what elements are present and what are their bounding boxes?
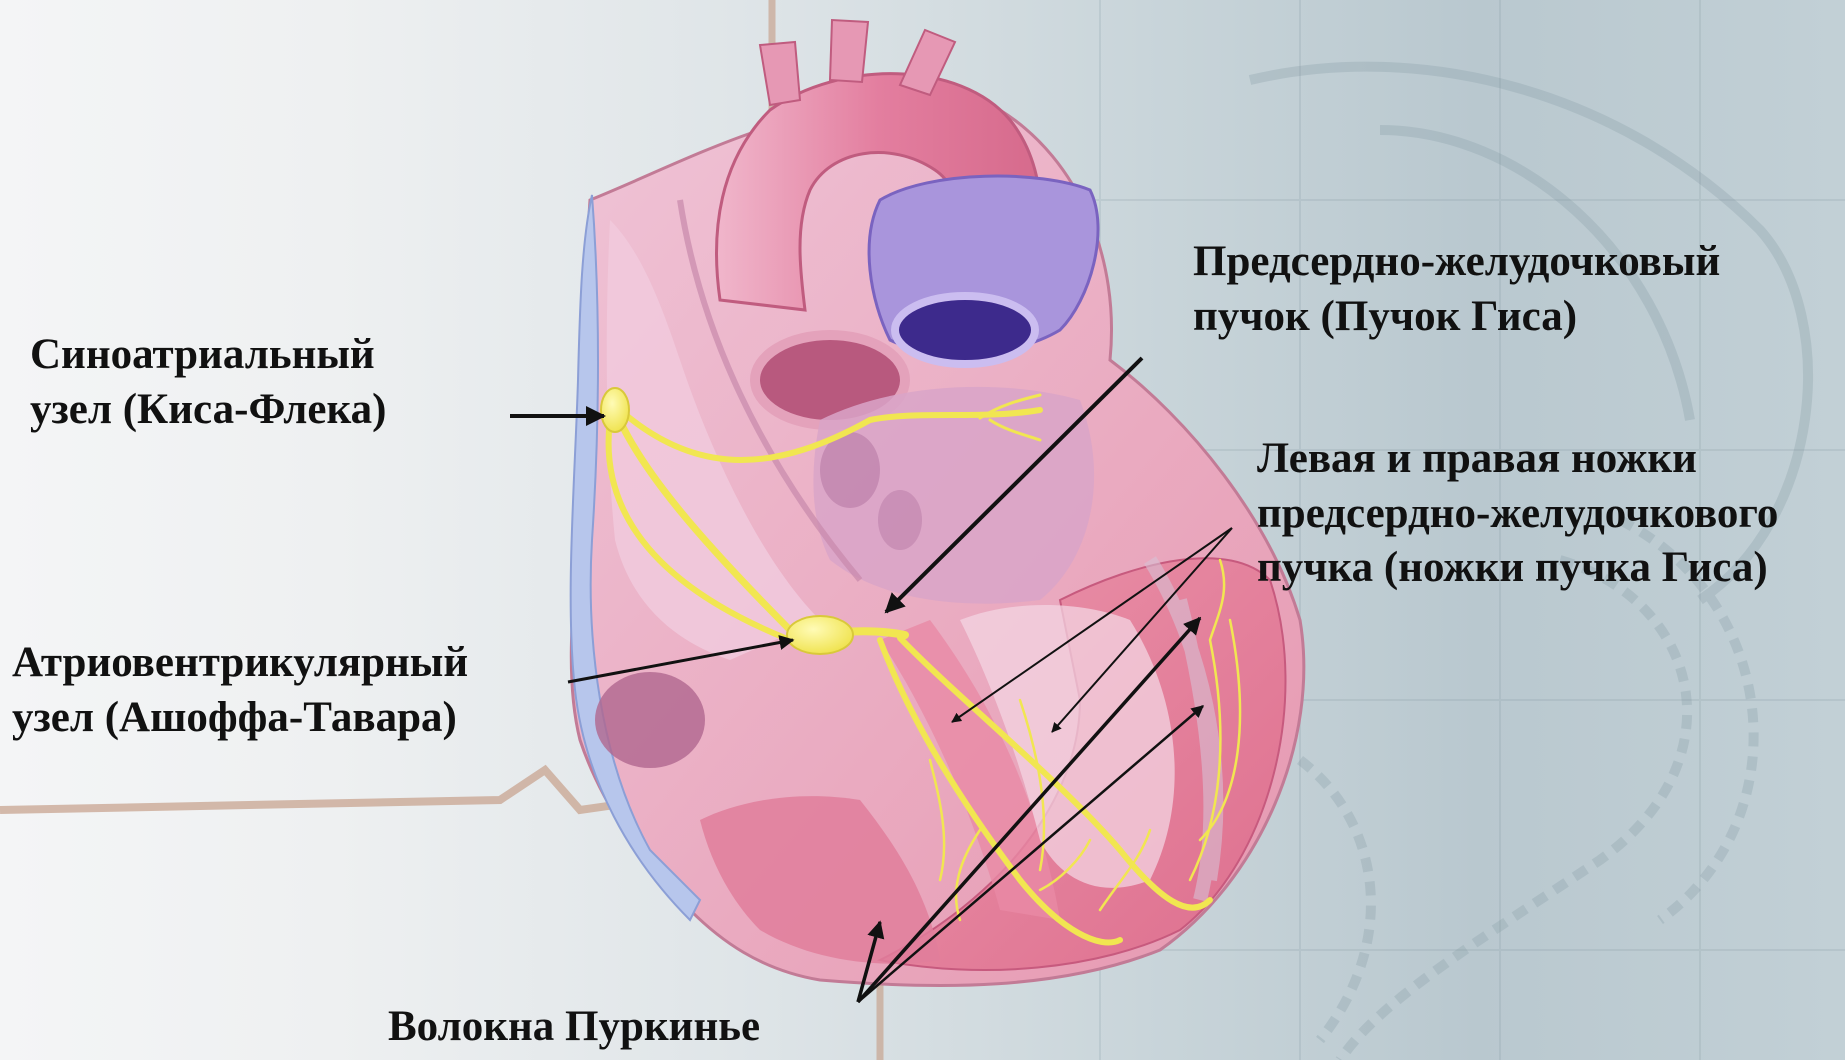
label-av-node: Атриовентрикулярный узел (Ашоффа-Тавара) bbox=[12, 636, 468, 745]
label-sa-node-line2: узел (Киса-Флека) bbox=[30, 383, 386, 438]
arrow-purkinje-3 bbox=[858, 706, 1203, 1002]
label-purkinje-line1: Волокна Пуркинье bbox=[388, 1000, 760, 1055]
label-sa-node: Синоатриальный узел (Киса-Флека) bbox=[30, 328, 386, 437]
label-av-node-line1: Атриовентрикулярный bbox=[12, 636, 468, 691]
label-bundle-branches-line1: Левая и правая ножки bbox=[1257, 432, 1778, 487]
arrow-left-bundle-branch bbox=[1052, 528, 1232, 732]
arrow-av-node bbox=[568, 640, 793, 682]
label-purkinje: Волокна Пуркинье bbox=[388, 1000, 760, 1055]
label-av-node-line2: узел (Ашоффа-Тавара) bbox=[12, 691, 468, 746]
label-his-bundle-line2: пучок (Пучок Гиса) bbox=[1193, 290, 1720, 345]
arrow-his-bundle bbox=[886, 358, 1142, 612]
label-bundle-branches: Левая и правая ножки предсердно-желудочк… bbox=[1257, 432, 1778, 596]
label-his-bundle-line1: Предсердно-желудочковый bbox=[1193, 235, 1720, 290]
label-his-bundle: Предсердно-желудочковый пучок (Пучок Гис… bbox=[1193, 235, 1720, 344]
label-bundle-branches-line3: пучка (ножки пучка Гиса) bbox=[1257, 541, 1778, 596]
arrow-purkinje-2 bbox=[858, 618, 1200, 1002]
arrow-right-bundle-branch bbox=[952, 528, 1232, 722]
label-bundle-branches-line2: предсердно-желудочкового bbox=[1257, 487, 1778, 542]
label-sa-node-line1: Синоатриальный bbox=[30, 328, 386, 383]
